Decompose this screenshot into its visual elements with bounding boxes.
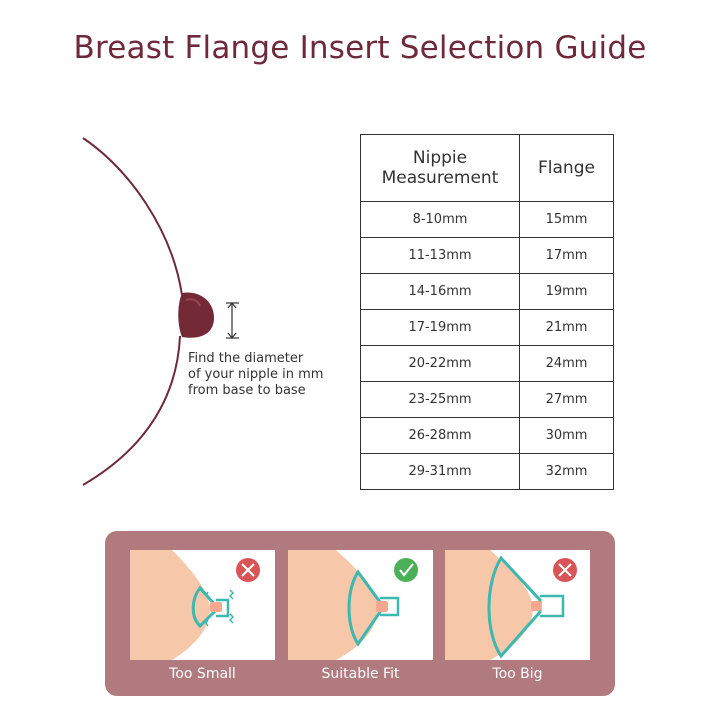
cross-badge-icon [553, 558, 577, 582]
nipple-size-cell: 14-16mm [360, 273, 520, 310]
fit-card-too-big [445, 550, 590, 660]
fit-card-too-small [130, 550, 275, 660]
instruction-line: Find the diameter [188, 351, 304, 366]
nipple-shape [178, 292, 214, 338]
instruction-line: from base to base [188, 383, 306, 398]
breast-profile-illustration [0, 130, 360, 490]
flange-size-cell: 30mm [519, 417, 614, 454]
cross-badge-icon [236, 558, 260, 582]
flange-size-cell: 15mm [519, 201, 614, 238]
nipple-size-cell: 8-10mm [360, 201, 520, 238]
nipple-size-cell: 23-25mm [360, 381, 520, 418]
nipple-size-cell: 11-13mm [360, 237, 520, 274]
fit-label-too-big: Too Big [492, 666, 543, 682]
fit-examples-panel: Too Small Suitable Fit Too Big [105, 531, 615, 696]
flange-size-cell: 32mm [519, 453, 614, 490]
instruction-line: of your nipple in mm [188, 367, 324, 382]
flange-size-cell: 24mm [519, 345, 614, 382]
fit-label-suitable-fit: Suitable Fit [321, 666, 400, 682]
flange-size-cell: 19mm [519, 273, 614, 310]
measurement-instruction: Find the diameter of your nipple in mm f… [188, 351, 323, 399]
check-badge-icon [394, 558, 418, 582]
nipple-size-cell: 17-19mm [360, 309, 520, 346]
page-title: Breast Flange Insert Selection Guide [73, 30, 647, 66]
flange-size-cell: 27mm [519, 381, 614, 418]
nipple-size-cell: 29-31mm [360, 453, 520, 490]
flange-size-cell: 17mm [519, 237, 614, 274]
flange-size-cell: 21mm [519, 309, 614, 346]
nipple-size-cell: 20-22mm [360, 345, 520, 382]
header-flange: Flange [519, 134, 614, 202]
measure-arrow-icon [226, 302, 239, 339]
nipple-size-cell: 26-28mm [360, 417, 520, 454]
fit-card-suitable-fit [288, 550, 433, 660]
fit-label-too-small: Too Small [169, 666, 236, 682]
